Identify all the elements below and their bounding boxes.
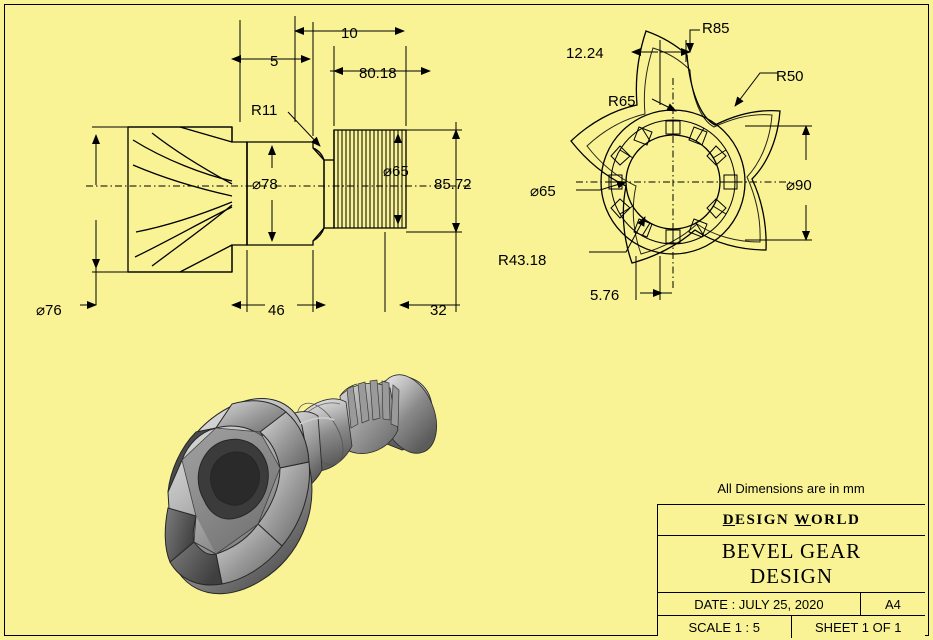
dim-R11: R11 bbox=[251, 102, 277, 119]
dim-dia78: ⌀78 bbox=[252, 176, 278, 193]
logo-orld: ORLD bbox=[810, 511, 861, 528]
end-view-dimension-lines bbox=[576, 29, 812, 300]
dim-12-24: 12.24 bbox=[566, 45, 604, 62]
drawing-scale: SCALE 1 : 5 bbox=[658, 616, 792, 638]
dim-dia65-value: 65 bbox=[392, 163, 409, 180]
dim-80-18: 80.18 bbox=[359, 65, 397, 82]
diameter-symbol-end65: ⌀ bbox=[530, 183, 539, 200]
diameter-symbol-78: ⌀ bbox=[252, 176, 261, 193]
dim-dia76-value: 76 bbox=[45, 302, 62, 319]
drawing-title-line1: BEVEL GEAR bbox=[721, 538, 862, 563]
dim-R85: R85 bbox=[702, 20, 730, 37]
logo-w: W bbox=[794, 511, 811, 528]
dim-5: 5 bbox=[270, 53, 278, 70]
dim-dia65: ⌀65 bbox=[383, 163, 409, 180]
sheet-number: SHEET 1 OF 1 bbox=[815, 619, 902, 635]
dim-5-76: 5.76 bbox=[590, 287, 619, 304]
dim-dia78-value: 78 bbox=[261, 176, 278, 193]
dim-dia65-end-value: 65 bbox=[539, 183, 556, 200]
diameter-symbol-76: ⌀ bbox=[36, 302, 45, 319]
dim-10: 10 bbox=[341, 25, 358, 42]
end-view-geometry bbox=[570, 30, 781, 264]
dim-dia90-value: 90 bbox=[795, 177, 812, 194]
isometric-gear-model bbox=[164, 374, 437, 595]
dim-R50: R50 bbox=[776, 68, 804, 85]
dim-dia90: ⌀90 bbox=[786, 177, 812, 194]
dim-R65: R65 bbox=[608, 93, 636, 110]
diameter-symbol-90: ⌀ bbox=[786, 177, 795, 194]
dim-dia65-end: ⌀65 bbox=[530, 183, 556, 200]
dim-32: 32 bbox=[430, 302, 447, 319]
dim-46: 46 bbox=[268, 302, 285, 319]
drawing-title-line2: DESIGN bbox=[750, 564, 833, 588]
dimensions-note: All Dimensions are in mm bbox=[717, 481, 865, 496]
front-view-dimension-lines bbox=[80, 16, 462, 312]
front-view-dimension-text: 10 5 80.18 R11 ⌀78 ⌀65 85.72 ⌀76 46 32 bbox=[36, 25, 472, 319]
drawing-title: BEVEL GEAR DESIGN bbox=[658, 536, 925, 592]
dim-R43-18: R43.18 bbox=[498, 252, 546, 269]
sheet-size: A4 bbox=[884, 596, 901, 612]
logo-esign: ESIGN bbox=[735, 511, 790, 528]
end-view-dimension-text: R85 12.24 R50 R65 ⌀65 ⌀90 R43.18 5.76 bbox=[498, 20, 812, 304]
front-view-geometry bbox=[127, 126, 407, 273]
end-view-centerlines bbox=[576, 78, 790, 290]
title-block-date-row: DATE : JULY 25, 2020 A4 bbox=[658, 593, 925, 616]
title-block-scale-row: SCALE 1 : 5 SHEET 1 OF 1 bbox=[658, 616, 925, 638]
logo-d: D bbox=[722, 511, 736, 528]
title-block-title-row: BEVEL GEAR DESIGN bbox=[658, 536, 925, 593]
drawing-date: DATE : JULY 25, 2020 bbox=[658, 593, 861, 615]
dim-dia76: ⌀76 bbox=[36, 302, 62, 319]
diameter-symbol-65: ⌀ bbox=[383, 163, 392, 180]
dim-85-72: 85.72 bbox=[434, 176, 472, 193]
